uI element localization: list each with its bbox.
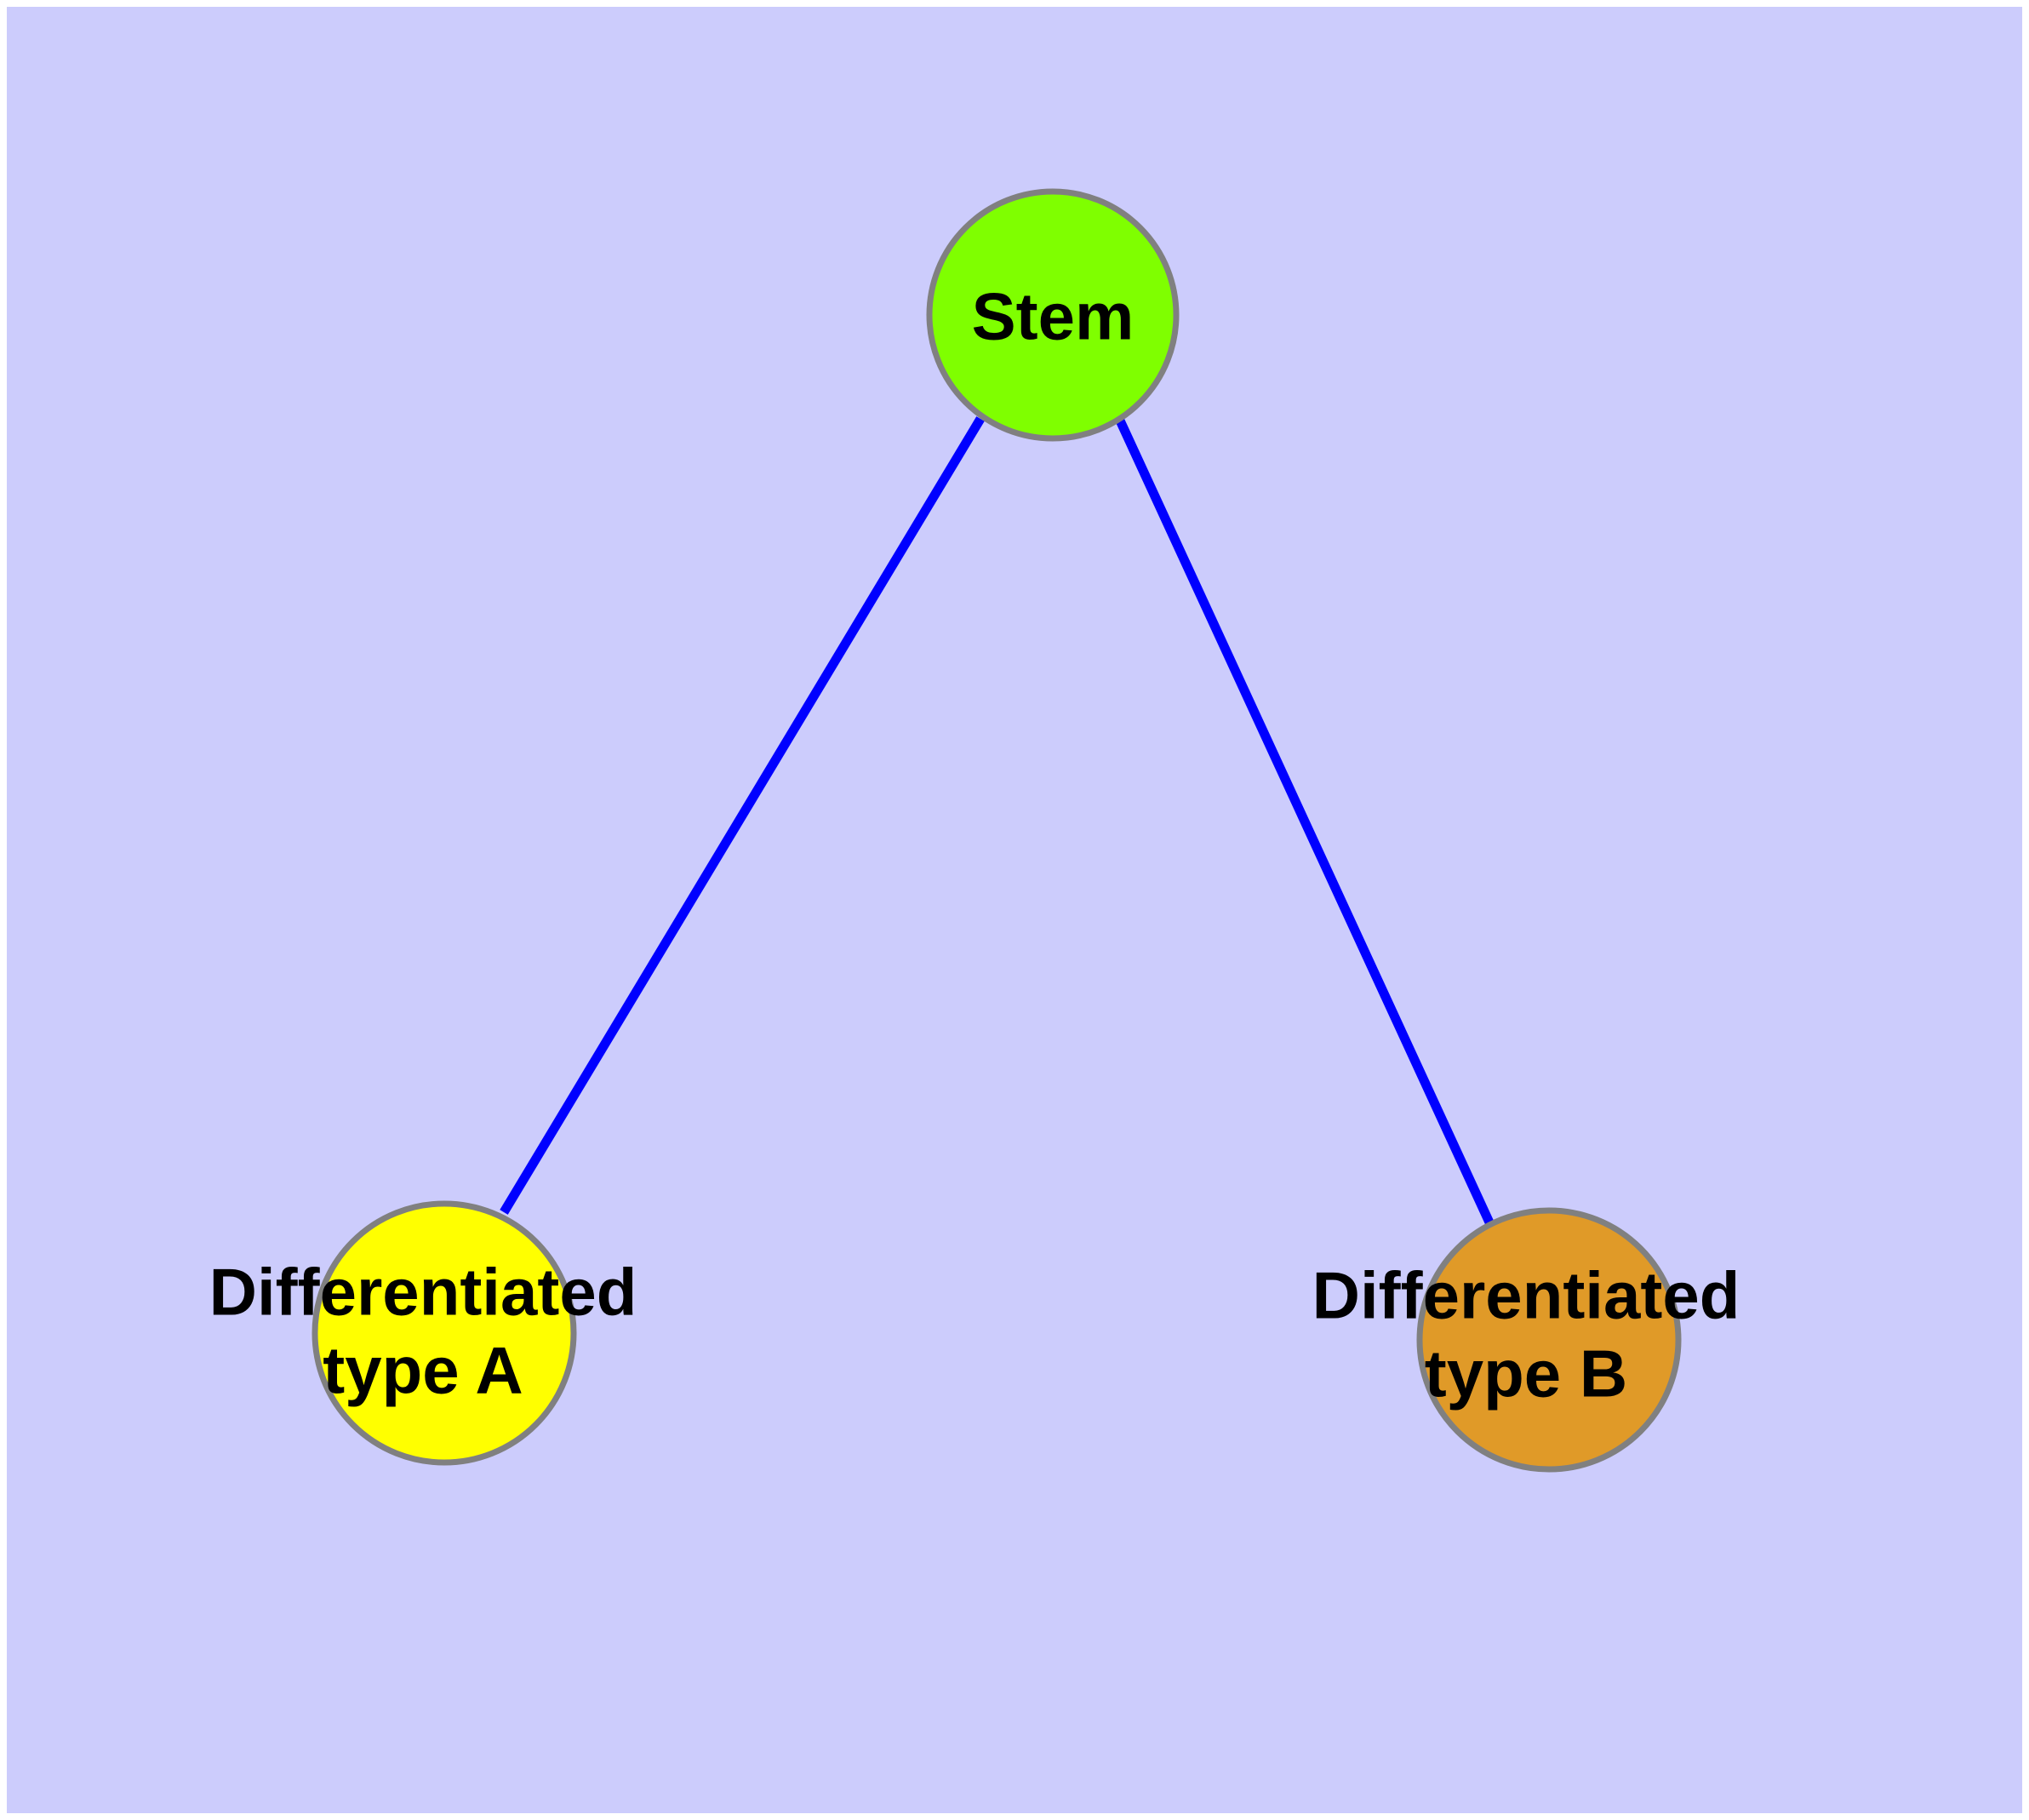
node-differentiated-type-b-circle[interactable] — [1416, 1207, 1682, 1473]
node-stem-label: Stem — [972, 279, 1135, 354]
node-differentiated-type-a-label-line1: Differentiated — [209, 1255, 637, 1330]
node-differentiated-type-b-label-line1: Differentiated — [1312, 1258, 1740, 1333]
node-stem-circle[interactable] — [926, 188, 1180, 442]
node-differentiated-type-a-circle[interactable] — [311, 1200, 577, 1466]
edge-stem-to-differentiated-type-b[interactable] — [1116, 418, 1494, 1225]
node-stem[interactable]: Stem — [926, 188, 1180, 442]
node-differentiated-type-a-label-line2: type A — [323, 1333, 523, 1408]
node-differentiated-type-b[interactable]: Differentiated type B — [1312, 1207, 1740, 1473]
node-differentiated-type-a[interactable]: Differentiated type A — [209, 1200, 637, 1466]
node-layer: Stem Differentiated type A Differentiate… — [209, 188, 1740, 1473]
node-differentiated-type-b-label-line2: type B — [1425, 1336, 1627, 1411]
edge-stem-to-differentiated-type-a[interactable] — [500, 416, 985, 1215]
edge-layer — [500, 416, 1494, 1225]
